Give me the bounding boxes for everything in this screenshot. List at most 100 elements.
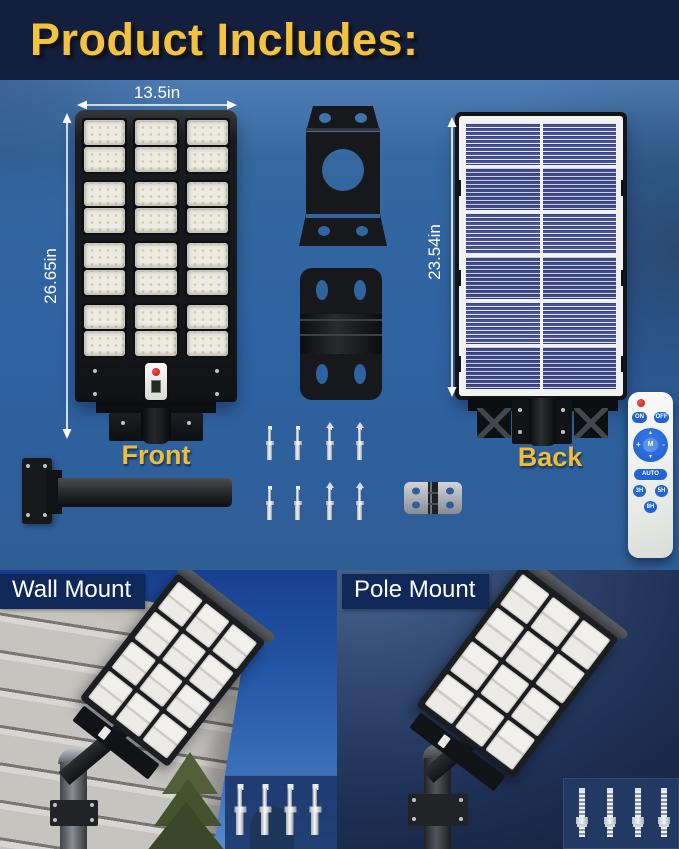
dpad-plus-button: +: [636, 440, 641, 449]
led-module: [184, 241, 230, 297]
led-lens: [84, 269, 126, 295]
front-led-grid: [82, 118, 230, 358]
u-mount-bracket: [299, 106, 387, 246]
bolt-dot: [561, 430, 565, 434]
remote-led-dot: [637, 399, 645, 407]
power-indicator-dot: [152, 368, 160, 376]
front-height-arrow-icon: [62, 113, 72, 439]
front-height-dimension: 26.65in: [41, 248, 60, 304]
wall-inset: [225, 775, 337, 849]
solar-cell: [466, 347, 540, 389]
bolt-dot: [26, 513, 30, 517]
clamp-mount-bracket: [300, 268, 382, 400]
light-control-panel: [97, 725, 112, 741]
anchor-bolt: [258, 784, 273, 838]
mounting-arm-pole: [58, 478, 232, 507]
bolt-dot: [459, 817, 463, 821]
led-module: [82, 302, 128, 358]
led-lens: [84, 146, 126, 172]
led-module: [133, 241, 179, 297]
bolt-dot: [412, 798, 416, 802]
remote-mode-button: M: [643, 438, 658, 452]
led-module: [184, 179, 230, 235]
solar-mount-brace: [477, 408, 511, 438]
screw-dot: [215, 392, 219, 396]
bolt-dot: [90, 818, 94, 822]
solar-panel-frame: [459, 116, 623, 396]
tree: [146, 802, 226, 849]
led-module: [82, 179, 128, 235]
bracket-plate: [50, 800, 98, 826]
remote-off-button: OFF: [654, 412, 669, 423]
led-lens: [135, 243, 177, 268]
solar-cell: [466, 257, 540, 300]
led-lens: [186, 269, 228, 295]
screw-dot: [215, 369, 219, 373]
bolt-dot: [26, 464, 30, 468]
back-height-dimension: 23.54in: [425, 224, 444, 280]
panel-clip: [621, 180, 627, 196]
panel-clip: [455, 270, 461, 286]
led-lens: [186, 120, 228, 145]
led-lens: [186, 146, 228, 172]
bolt-dot: [53, 803, 57, 807]
remote-auto-button: AUTO: [634, 469, 667, 480]
panel-clip: [621, 270, 627, 286]
bolt-dot: [53, 818, 57, 822]
led-module: [133, 179, 179, 235]
led-lens: [135, 331, 177, 356]
solar-cell: [542, 302, 616, 345]
back-view-label: Back: [517, 442, 583, 472]
led-lens: [186, 331, 228, 356]
led-lens: [135, 269, 177, 295]
threaded-bolt: [604, 788, 616, 840]
bolt-dot: [121, 421, 125, 425]
front-light-mount-cylinder: [141, 408, 171, 444]
led-lens: [186, 208, 228, 233]
threaded-bolt: [576, 788, 588, 840]
remote-3h-button: 3H: [633, 485, 646, 497]
front-light-chin: [75, 362, 237, 402]
screw-dot: [93, 369, 97, 373]
anchor-bolt: [325, 482, 335, 522]
front-view-label: Front: [121, 440, 191, 470]
width-arrow-icon: [77, 100, 237, 110]
led-lens: [84, 181, 126, 207]
led-module: [133, 118, 179, 174]
led-lens: [84, 331, 126, 356]
panel-clip: [455, 180, 461, 196]
anchor-bolt: [265, 486, 275, 522]
led-module: [82, 241, 128, 297]
bolt-dot: [459, 798, 463, 802]
panel-clip: [621, 356, 627, 372]
solar-cell: [542, 123, 616, 165]
front-light-body: [75, 110, 237, 402]
led-lens: [135, 120, 177, 145]
solar-cell: [542, 347, 616, 389]
led-lens: [135, 304, 177, 330]
solar-mount-cylinder: [529, 398, 556, 446]
solar-cell: [542, 257, 616, 300]
anchor-bolt: [325, 422, 335, 462]
threaded-bolt: [632, 788, 644, 840]
bolt-dot: [90, 803, 94, 807]
led-lens: [186, 304, 228, 330]
solar-cell: [542, 167, 616, 210]
solar-cell: [466, 123, 540, 165]
pole-mount-panel: Pole Mount: [337, 570, 679, 849]
front-light-mount-step: [96, 402, 216, 413]
bolt-dot: [43, 464, 47, 468]
solar-cell-grid: [466, 123, 616, 389]
anchor-bolt: [308, 784, 323, 838]
solar-cell: [466, 212, 540, 255]
led-lens: [186, 243, 228, 268]
bolt-dot: [412, 817, 416, 821]
led-lens: [135, 181, 177, 207]
anchor-bolt: [283, 784, 298, 838]
led-module: [133, 302, 179, 358]
bolt-dot: [43, 513, 47, 517]
back-height-arrow-icon: [447, 117, 457, 397]
anchor-bolt: [233, 784, 248, 838]
panel-clip: [455, 356, 461, 372]
